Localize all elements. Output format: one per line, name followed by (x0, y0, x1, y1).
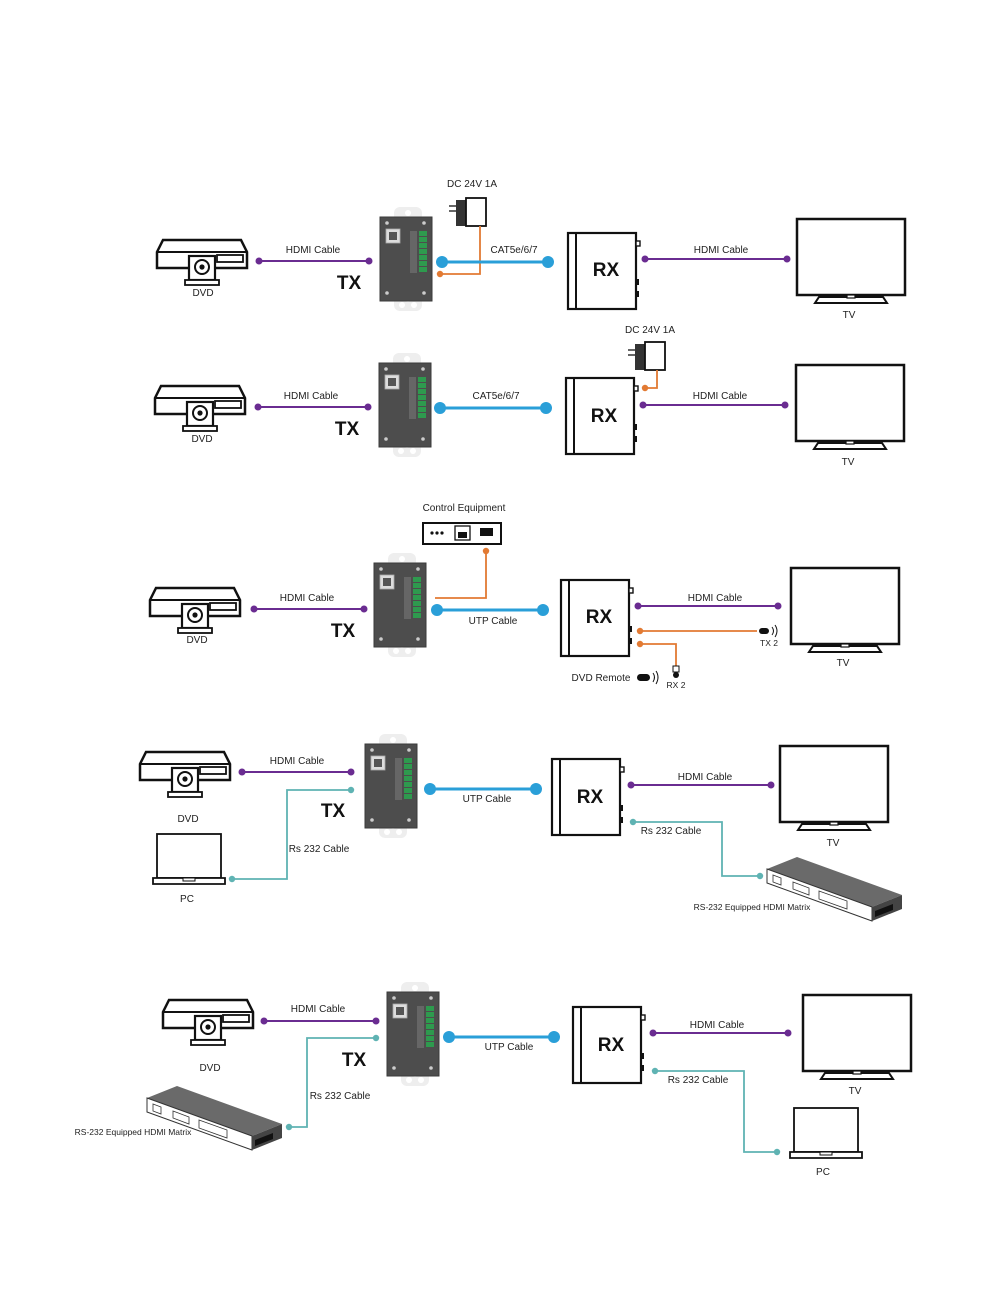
rs232-cable-line (232, 789, 351, 880)
tx-label: TX (342, 1050, 367, 1071)
dvd-player-icon (138, 750, 232, 799)
cat-cable-label: CAT5e/6/7 (490, 245, 537, 256)
rs232-cable-label: Rs 232 Cable (641, 826, 702, 837)
control-equipment-label: Control Equipment (423, 503, 506, 514)
hdmi-cable-label: HDMI Cable (693, 391, 748, 402)
hdmi-cable-label: HDMI Cable (286, 245, 341, 256)
diagram-5-rs232-matrix-to-pc: DVD HDMI Cable Rs 232 Cable TX RS-232 Eq… (75, 981, 913, 1178)
tv-label: TV (842, 457, 855, 468)
power-adapter-icon (448, 197, 487, 227)
dvd-label: DVD (192, 288, 213, 299)
remote-control-icon (637, 670, 659, 685)
tv-label: TV (849, 1086, 862, 1097)
tx-wallplate-icon (379, 206, 433, 312)
tx-label: TX (337, 273, 362, 294)
rs232-cable-line (633, 821, 760, 877)
tx-label: TX (331, 621, 356, 642)
hdmi-cable-label: HDMI Cable (284, 391, 339, 402)
pc-laptop-icon (152, 833, 226, 885)
dvd-label: DVD (177, 814, 198, 825)
dvd-player-icon (153, 384, 247, 433)
tx-wallplate-icon (364, 733, 418, 839)
tx-label: TX (321, 801, 346, 822)
hdmi-matrix-icon (146, 1086, 282, 1151)
power-cable-line (645, 370, 658, 389)
tv-label: TV (827, 838, 840, 849)
hdmi-cable-label: HDMI Cable (678, 772, 733, 783)
utp-cable-label: UTP Cable (463, 794, 512, 805)
diagram-1-power-at-tx: DVD HDMI Cable TX DC 24V 1A CAT5e/6/7 RX… (155, 179, 907, 321)
dvd-player-icon (155, 238, 249, 287)
rs232-cable-label: Rs 232 Cable (289, 844, 350, 855)
pc-laptop-icon (789, 1107, 863, 1159)
rx-label: RX (591, 406, 618, 427)
tv-label: TV (837, 658, 850, 669)
ir-emitter-icon (759, 624, 778, 638)
cat-cable-label: CAT5e/6/7 (472, 391, 519, 402)
diagram-2-power-at-rx: DVD HDMI Cable TX CAT5e/6/7 DC 24V 1A RX… (153, 325, 906, 468)
matrix-label: RS-232 Equipped HDMI Matrix (694, 902, 811, 912)
diagram-3-ir-control: DVD HDMI Cable TX Control Equipment UTP … (148, 503, 901, 690)
hdmi-cable-label: HDMI Cable (291, 1004, 346, 1015)
dvd-label: DVD (191, 434, 212, 445)
tx-wallplate-icon (373, 552, 427, 658)
power-label: DC 24V 1A (625, 325, 675, 336)
control-equipment-icon (422, 522, 502, 545)
tv-icon (795, 217, 907, 305)
power-label: DC 24V 1A (447, 179, 497, 190)
hdmi-cable-label: HDMI Cable (688, 593, 743, 604)
pc-label: PC (180, 894, 194, 905)
rx2-label: RX 2 (667, 680, 686, 690)
utp-cable-label: UTP Cable (485, 1042, 534, 1053)
dvd-remote-label: DVD Remote (572, 673, 631, 684)
dvd-label: DVD (186, 635, 207, 646)
tv-icon (778, 744, 890, 832)
tv-label: TV (843, 310, 856, 321)
rx-label: RX (586, 607, 613, 628)
tv-icon (794, 363, 906, 451)
rx-label: RX (593, 260, 620, 281)
power-cable-line (440, 226, 481, 275)
power-adapter-icon (627, 341, 666, 371)
tv-icon (801, 993, 913, 1081)
hdmi-matrix-icon (766, 857, 902, 922)
hdmi-cable-label: HDMI Cable (690, 1020, 745, 1031)
tx-label: TX (335, 419, 360, 440)
tx-wallplate-icon (378, 352, 432, 458)
ir-receiver-icon (672, 665, 680, 678)
ir-control-cable-line (435, 551, 487, 599)
rx-label: RX (577, 787, 604, 808)
hdmi-cable-label: HDMI Cable (270, 756, 325, 767)
hdmi-cable-label: HDMI Cable (694, 245, 749, 256)
tv-icon (789, 566, 901, 654)
rs232-cable-line (289, 1037, 376, 1128)
rx-label: RX (598, 1035, 625, 1056)
tx2-label: TX 2 (760, 638, 778, 648)
diagram-4-rs232-pc-to-matrix: DVD HDMI Cable Rs 232 Cable TX PC UTP Ca… (138, 733, 902, 922)
rs232-cable-label: Rs 232 Cable (668, 1075, 729, 1086)
dvd-player-icon (161, 998, 255, 1047)
dvd-player-icon (148, 586, 242, 635)
ir-rx2-cable-line (640, 643, 677, 668)
pc-label: PC (816, 1167, 830, 1178)
utp-cable-label: UTP Cable (469, 616, 518, 627)
tx-wallplate-icon (386, 981, 440, 1087)
hdmi-cable-label: HDMI Cable (280, 593, 335, 604)
rs232-cable-label: Rs 232 Cable (310, 1091, 371, 1102)
dvd-label: DVD (199, 1063, 220, 1074)
matrix-label: RS-232 Equipped HDMI Matrix (75, 1127, 192, 1137)
rs232-cable-line (655, 1070, 777, 1153)
